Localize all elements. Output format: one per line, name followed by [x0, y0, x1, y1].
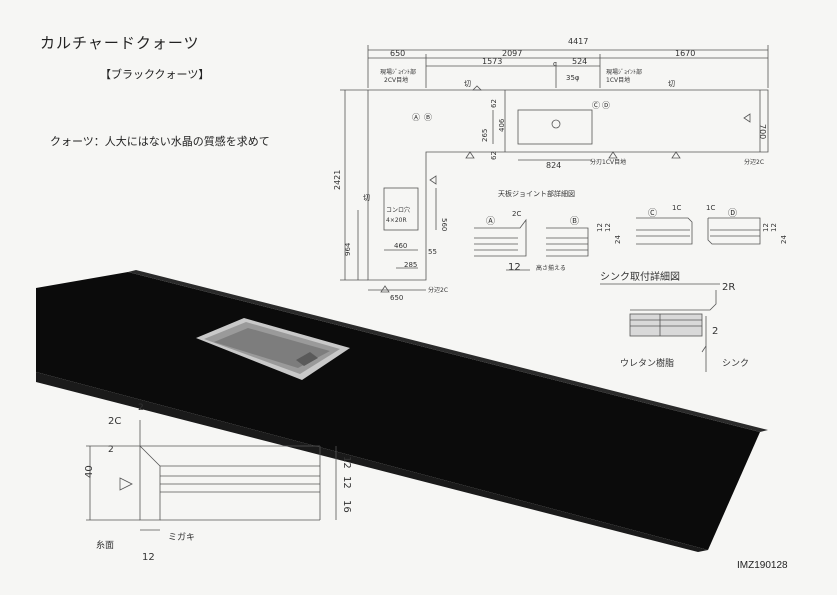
- svg-text:650: 650: [390, 294, 403, 302]
- joint-detail: [474, 217, 761, 271]
- svg-text:700: 700: [758, 124, 767, 139]
- svg-text:分辺2C: 分辺2C: [744, 158, 764, 166]
- edge-detail-labels: 2 2C 2 40 12 12 16 ミガキ 糸面 12: [84, 403, 352, 563]
- svg-text:高さ揃える: 高さ揃える: [536, 264, 566, 272]
- tagline: クォーツ：人大にはない水晶の質感を求めて: [50, 135, 270, 148]
- svg-text:2C: 2C: [512, 210, 521, 218]
- sink-detail: [600, 283, 720, 372]
- svg-text:12: 12: [770, 223, 778, 232]
- svg-text:2097: 2097: [502, 49, 522, 58]
- svg-text:12: 12: [508, 262, 521, 273]
- svg-text:現場ｼﾞｮｲﾝﾄ部: 現場ｼﾞｮｲﾝﾄ部: [380, 68, 416, 76]
- svg-text:切: 切: [464, 80, 471, 88]
- svg-text:460: 460: [394, 242, 407, 250]
- svg-text:824: 824: [546, 161, 561, 170]
- svg-text:ミガキ: ミガキ: [168, 532, 195, 543]
- svg-text:Ⓐ: Ⓐ: [412, 113, 420, 122]
- svg-text:切: 切: [668, 80, 675, 88]
- svg-text:406: 406: [498, 118, 506, 132]
- svg-text:2CV目地: 2CV目地: [384, 76, 408, 84]
- svg-text:1C: 1C: [672, 204, 681, 212]
- svg-text:Ⓑ: Ⓑ: [424, 113, 432, 122]
- svg-text:2: 2: [108, 445, 114, 455]
- edge-detail: [86, 420, 337, 531]
- svg-text:2: 2: [712, 326, 718, 337]
- plan-labels: 4417 650 2097 1670 1573 524 c 35φ 現場ｼﾞｮｲ…: [333, 37, 767, 302]
- svg-text:12: 12: [341, 476, 352, 489]
- svg-text:62: 62: [490, 151, 498, 160]
- svg-text:シンク: シンク: [722, 358, 749, 369]
- plan-view: [340, 45, 769, 293]
- svg-text:12: 12: [142, 552, 155, 563]
- svg-text:964: 964: [344, 242, 352, 256]
- svg-text:シンク取付詳細図: シンク取付詳細図: [600, 270, 680, 283]
- svg-text:1CV目地: 1CV目地: [606, 76, 630, 84]
- svg-text:Ⓓ: Ⓓ: [602, 101, 610, 110]
- svg-text:12: 12: [596, 223, 604, 232]
- svg-text:55: 55: [428, 248, 437, 256]
- svg-text:Ⓐ: Ⓐ: [486, 216, 495, 227]
- svg-text:62: 62: [490, 99, 498, 108]
- svg-text:1670: 1670: [675, 49, 695, 58]
- svg-text:560: 560: [440, 218, 448, 231]
- svg-text:Ⓓ: Ⓓ: [728, 208, 737, 219]
- svg-text:2R: 2R: [722, 282, 735, 293]
- svg-text:c: c: [553, 60, 557, 68]
- svg-text:分辺2C: 分辺2C: [428, 286, 448, 294]
- svg-text:12: 12: [762, 223, 770, 232]
- svg-text:1C: 1C: [706, 204, 715, 212]
- svg-text:285: 285: [404, 261, 417, 269]
- drawing-code: IMZ190128: [737, 560, 788, 571]
- svg-text:ウレタン樹脂: ウレタン樹脂: [620, 357, 674, 369]
- svg-text:265: 265: [481, 129, 489, 142]
- svg-text:天板ジョイント部詳細図: 天板ジョイント部詳細図: [498, 189, 575, 198]
- svg-text:24: 24: [780, 235, 788, 244]
- svg-text:4×20R: 4×20R: [386, 217, 407, 224]
- joint-detail-labels: 天板ジョイント部詳細図 Ⓐ Ⓑ Ⓒ Ⓓ 2C 1C 1C 12 高さ揃える 12…: [486, 189, 788, 273]
- svg-text:24: 24: [614, 235, 622, 244]
- page-title: カルチャードクォーツ: [40, 34, 200, 52]
- svg-text:切: 切: [363, 194, 370, 202]
- sink-detail-labels: シンク取付詳細図 2R 2 ウレタン樹脂 シンク: [600, 270, 749, 369]
- svg-text:コンロ穴: コンロ穴: [386, 206, 410, 214]
- svg-text:2421: 2421: [333, 170, 342, 190]
- svg-text:現場ｼﾞｮｲﾝﾄ部: 現場ｼﾞｮｲﾝﾄ部: [606, 68, 642, 76]
- svg-text:分刃1CV目地: 分刃1CV目地: [590, 158, 626, 166]
- countertop-photo: [36, 270, 768, 552]
- svg-text:650: 650: [390, 49, 405, 58]
- svg-text:2C: 2C: [108, 416, 121, 427]
- svg-text:12: 12: [604, 223, 612, 232]
- svg-text:524: 524: [572, 57, 587, 66]
- svg-text:Ⓒ: Ⓒ: [592, 101, 600, 110]
- svg-text:2: 2: [138, 403, 144, 413]
- svg-text:4417: 4417: [568, 37, 588, 46]
- svg-text:1573: 1573: [482, 57, 502, 66]
- svg-text:糸面: 糸面: [96, 539, 114, 551]
- svg-text:40: 40: [84, 465, 95, 478]
- svg-text:16: 16: [341, 500, 352, 513]
- page-subtitle: 【ブラッククォーツ】: [100, 68, 210, 81]
- svg-text:Ⓒ: Ⓒ: [648, 208, 657, 219]
- svg-text:12: 12: [341, 456, 352, 469]
- svg-text:35φ: 35φ: [566, 74, 580, 82]
- svg-text:Ⓑ: Ⓑ: [570, 216, 579, 227]
